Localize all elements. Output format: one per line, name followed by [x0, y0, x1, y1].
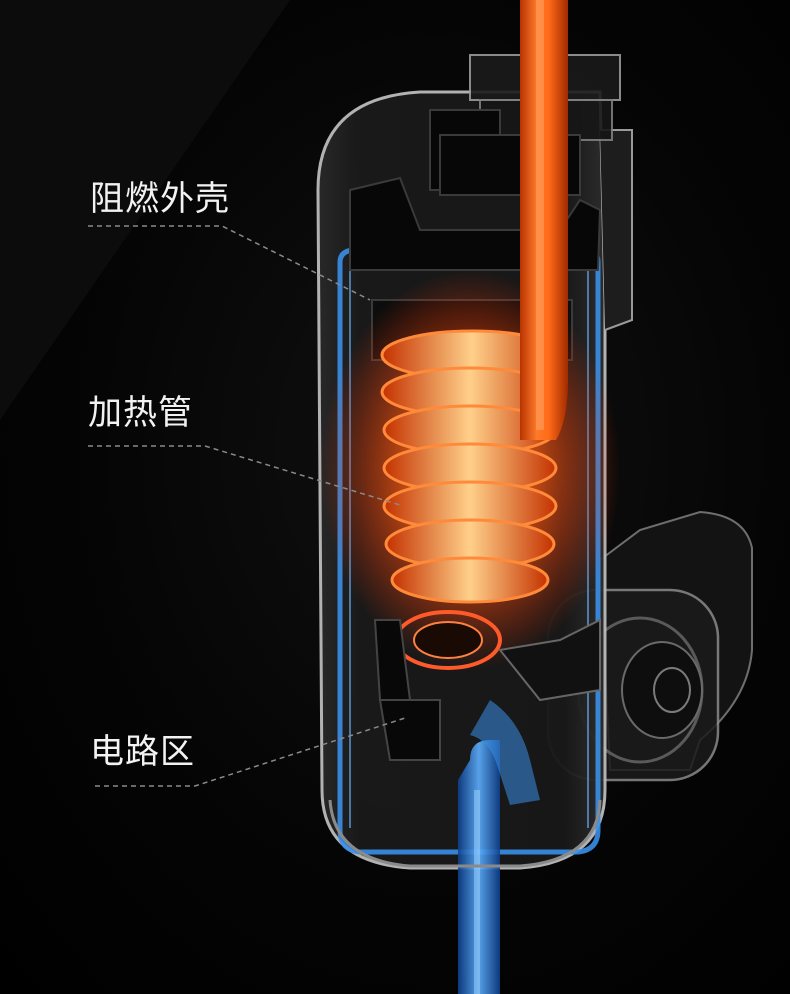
inner-lining [337, 247, 601, 855]
callout-leader-shell [88, 225, 371, 301]
background-plane [0, 0, 290, 420]
callout-leader-coil [88, 445, 401, 506]
callout-leader-circuit [95, 717, 406, 787]
hot-water-pipe [520, 0, 568, 440]
callout-leaders [88, 225, 406, 787]
lower-fittings [373, 610, 601, 761]
callout-label-circuit-area: 电路区 [90, 732, 195, 772]
callout-label-flame-retardant-shell: 阻燃外壳 [90, 179, 230, 219]
heating-coil [380, 329, 564, 604]
callout-label-heating-tube: 加热管 [88, 393, 193, 433]
